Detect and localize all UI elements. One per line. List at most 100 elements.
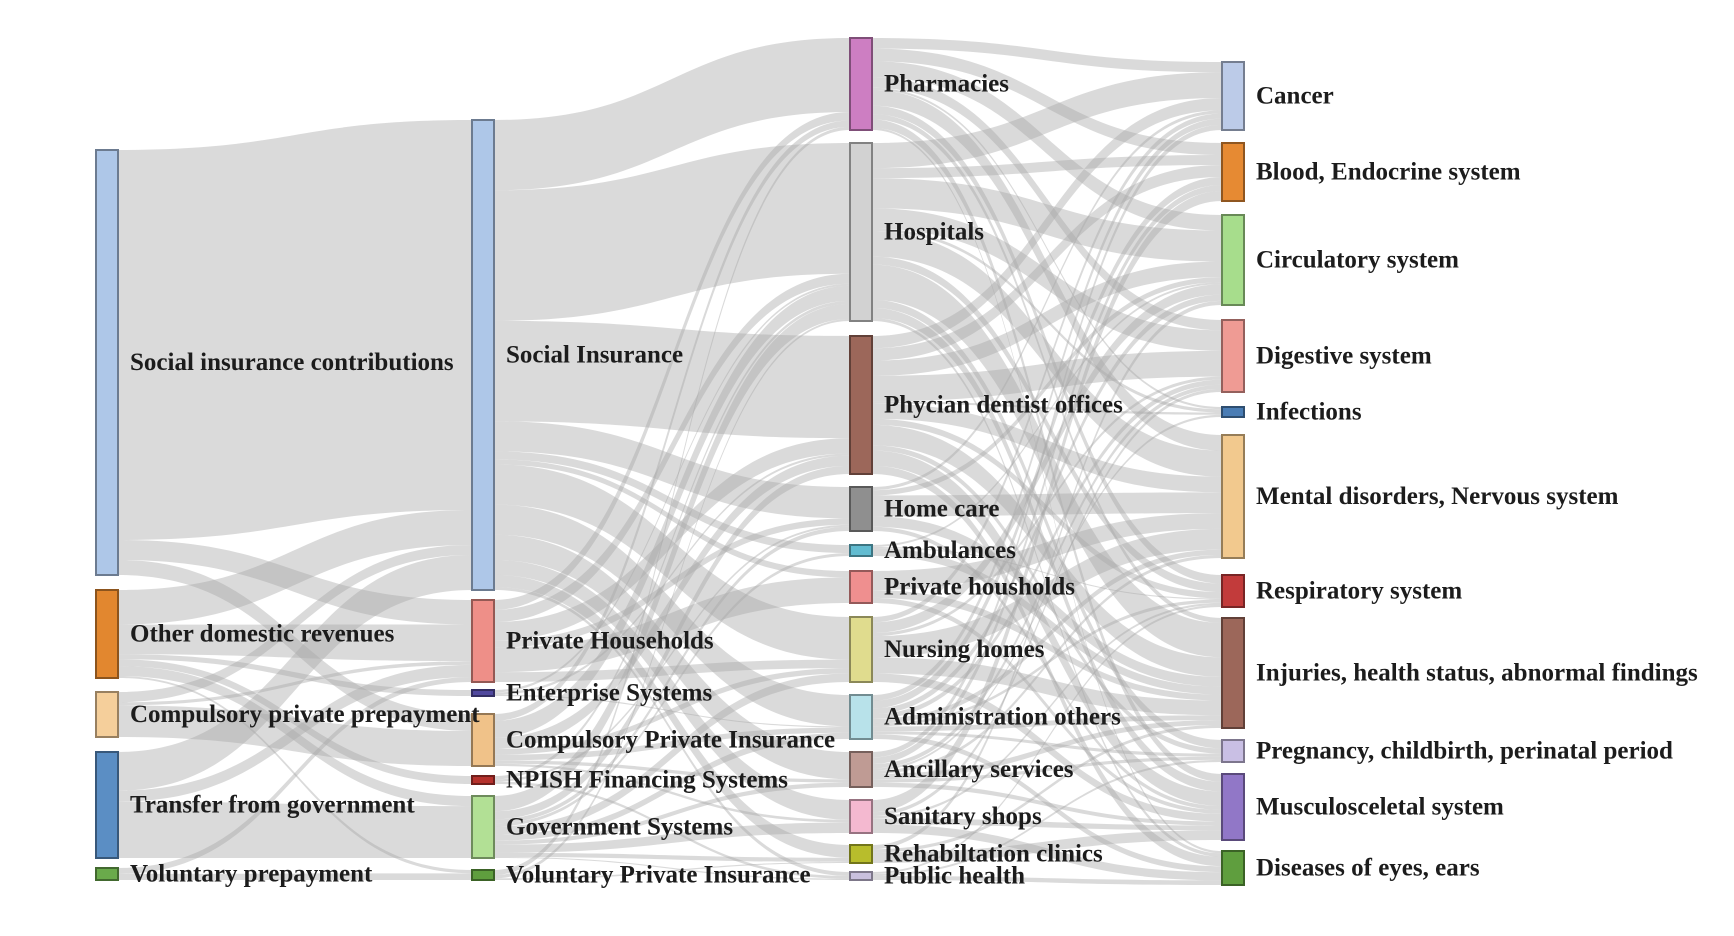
flow-pharmacies--infections: [872, 87, 1222, 410]
flow-ancillary-services--blood-endocrine-system: [872, 185, 1222, 765]
flow-hospitals--pregnancy-childbirth-perinatal-period: [872, 299, 1222, 749]
flow-public-health--pregnancy-childbirth-perinatal-period: [872, 759, 1222, 876]
flow-phycian-dentist-offices--infections: [872, 401, 1222, 415]
flow-ambulances--circulatory-system: [872, 282, 1222, 547]
flow-private-housholds--injuries-health-status-abnormal-findings: [872, 590, 1222, 701]
flow-pharmacies--injuries-health-status-abnormal-findings: [872, 114, 1222, 623]
flow-enterprise-systems--hospitals: [494, 283, 850, 693]
flow-voluntary-prepayment--voluntary-private-insurance: [118, 873, 472, 880]
flow-hospitals--blood-endocrine-system: [872, 155, 1222, 179]
flow-compulsory-private-insurance--pharmacies: [494, 120, 850, 721]
flow-sanitary-shops--diseases-of-eyes-ears: [872, 824, 1222, 881]
node-ancillary-services: [849, 751, 873, 788]
flow-government-systems--sanitary-shops: [494, 822, 850, 853]
node-respiratory-system: [1221, 574, 1245, 608]
flow-sanitary-shops--digestive-system: [872, 388, 1222, 816]
flow-social-insurance--public-health: [494, 586, 850, 876]
flow-voluntary-private-insurance--rehabiltation-clinics: [494, 861, 850, 880]
flow-ambulances--injuries-health-status-abnormal-findings: [872, 548, 1222, 695]
flow-compulsory-private-insurance--hospitals: [494, 285, 850, 738]
flow-administration-others--pregnancy-childbirth-perinatal-period: [872, 731, 1222, 757]
flow-public-health--diseases-of-eyes-ears: [872, 876, 1222, 885]
node-pregnancy-childbirth-perinatal-period: [1221, 739, 1245, 763]
flow-social-insurance--ambulances: [494, 451, 850, 553]
node-ambulances: [849, 544, 873, 557]
flow-pharmacies--musculosceletal-system: [872, 119, 1222, 782]
flow-government-systems--phycian-dentist-offices: [494, 465, 850, 820]
flow-compulsory-private-insurance--nursing-homes: [494, 668, 850, 755]
flow-private-households--hospitals: [494, 273, 850, 623]
flow-hospitals--musculosceletal-system: [872, 307, 1222, 792]
node-voluntary-prepayment: [95, 867, 119, 881]
flow-compulsory-private-prepayment--private-households: [118, 661, 472, 706]
node-label-diseases-of-eyes-ears: Diseases of eyes, ears: [1256, 855, 1480, 882]
flow-hospitals--injuries-health-status-abnormal-findings: [872, 264, 1222, 658]
node-voluntary-private-insurance: [471, 869, 495, 881]
flow-hospitals--cancer: [872, 72, 1222, 169]
node-sanitary-shops: [849, 799, 873, 834]
flow-pharmacies--mental-disorders-nervous-system: [872, 89, 1222, 451]
flow-hospitals--respiratory-system: [872, 256, 1222, 593]
flow-voluntary-private-insurance--hospitals: [494, 318, 850, 879]
node-label-injuries-health-status-abnormal-findings: Injuries, health status, abnormal findin…: [1256, 660, 1698, 687]
flow-social-insurance--hospitals: [494, 143, 850, 321]
flow-transfer-from-government--government-systems: [118, 801, 472, 858]
flow-ancillary-services--mental-disorders-nervous-system: [872, 554, 1222, 774]
flow-voluntary-private-insurance--pharmacies: [494, 126, 850, 876]
flow-rehabiltation-clinics--musculosceletal-system: [872, 830, 1222, 863]
flow-other-domestic-revenues--social-insurance: [118, 510, 472, 625]
node-private-households: [471, 599, 495, 683]
flow-government-systems--administration-others: [494, 732, 850, 841]
node-enterprise-systems: [471, 689, 495, 697]
flow-compulsory-private-insurance--ancillary-services: [494, 760, 850, 783]
node-nursing-homes: [849, 616, 873, 683]
flow-hospitals--infections: [872, 228, 1222, 413]
node-label-infections: Infections: [1256, 399, 1362, 426]
flow-administration-others--circulatory-system: [872, 294, 1222, 715]
flow-administration-others--mental-disorders-nervous-system: [872, 549, 1222, 724]
node-social-insurance: [471, 119, 495, 591]
flow-phycian-dentist-offices--musculosceletal-system: [872, 450, 1222, 807]
flow-hospitals--mental-disorders-nervous-system: [872, 231, 1222, 477]
flow-government-systems--ambulances: [494, 553, 850, 827]
flow-nursing-homes--circulatory-system: [872, 284, 1222, 633]
flow-compulsory-private-insurance--phycian-dentist-offices: [494, 455, 850, 750]
flow-compulsory-private-insurance--administration-others: [494, 727, 850, 761]
node-digestive-system: [1221, 319, 1245, 393]
flow-government-systems--public-health: [494, 856, 850, 880]
node-rehabiltation-clinics: [849, 844, 873, 864]
node-diseases-of-eyes-ears: [1221, 850, 1245, 886]
flow-government-systems--home-care: [494, 526, 850, 824]
flow-enterprise-systems--administration-others: [494, 694, 850, 728]
flow-nursing-homes--mental-disorders-nervous-system: [872, 528, 1222, 658]
node-label-cancer: Cancer: [1256, 83, 1334, 110]
flow-other-domestic-revenues--government-systems: [118, 666, 472, 807]
flow-other-domestic-revenues--private-households: [118, 624, 472, 662]
flow-voluntary-prepayment--private-households: [118, 677, 472, 874]
flow-sanitary-shops--musculosceletal-system: [872, 818, 1222, 831]
flow-social-insurance-contributions--private-households: [118, 540, 472, 625]
flow-phycian-dentist-offices--mental-disorders-nervous-system: [872, 403, 1222, 493]
flow-ancillary-services--pregnancy-childbirth-perinatal-period: [872, 756, 1222, 783]
sankey-nodes: [95, 37, 1245, 886]
flow-public-health--respiratory-system: [872, 604, 1222, 874]
flow-administration-others--digestive-system: [872, 379, 1222, 719]
node-blood-endocrine-system: [1221, 142, 1245, 202]
flow-home-care--cancer: [872, 110, 1222, 491]
node-label-musculosceletal-system: Musculosceletal system: [1256, 794, 1504, 821]
flow-nursing-homes--digestive-system: [872, 376, 1222, 637]
node-label-circulatory-system: Circulatory system: [1256, 247, 1459, 274]
node-social-insurance-contributions: [95, 149, 119, 576]
flow-social-insurance-contributions--social-insurance: [118, 120, 472, 540]
flow-ancillary-services--cancer: [872, 124, 1222, 758]
flow-other-domestic-revenues--voluntary-private-insurance: [118, 676, 472, 874]
node-musculosceletal-system: [1221, 773, 1245, 841]
flow-other-domestic-revenues--enterprise-systems: [118, 654, 472, 696]
flow-social-insurance--pharmacies: [494, 38, 850, 191]
node-hospitals: [849, 142, 873, 322]
node-compulsory-private-insurance: [471, 713, 495, 767]
node-cancer: [1221, 61, 1245, 131]
node-label-digestive-system: Digestive system: [1256, 343, 1432, 370]
